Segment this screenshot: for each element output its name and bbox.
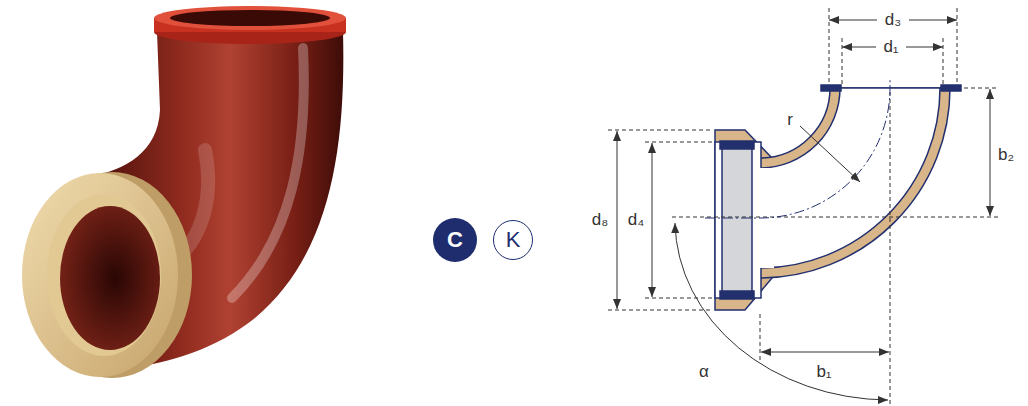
- dimension-arrow: [829, 20, 877, 21]
- dimension-arrow: [990, 89, 991, 216]
- bend-wall: [760, 88, 950, 278]
- top-seal: [821, 85, 841, 91]
- elbow-render: [22, 6, 346, 378]
- dimension-arrow: [842, 47, 876, 48]
- dimension-lines: [608, 8, 998, 404]
- elbow-bore: [60, 206, 160, 350]
- dimension-label: α: [699, 363, 709, 382]
- elbow-section: [715, 85, 961, 310]
- dimension-label: d₄: [628, 211, 644, 230]
- radius-arrow: [800, 126, 860, 182]
- angle-arrow: [675, 223, 888, 400]
- dimension-label: d₁: [883, 38, 898, 57]
- center-line: [705, 78, 890, 218]
- dimension-label: d₃: [885, 11, 901, 30]
- gasket-seal: [720, 141, 754, 149]
- elbow-highlight: [232, 48, 304, 298]
- gasket: [722, 148, 752, 292]
- flange-face: [22, 173, 178, 377]
- top-ring-face: [154, 6, 346, 30]
- gasket-seal: [720, 291, 754, 299]
- badge-letter: C: [447, 229, 463, 251]
- dimension-label: b₁: [816, 363, 831, 382]
- dimension-arrow: [617, 131, 618, 309]
- bend-bore: [760, 88, 940, 268]
- badge-letter: K: [506, 229, 521, 251]
- dimension-label: d₈: [592, 211, 609, 230]
- outline-badge: K: [493, 220, 533, 260]
- dimension-arrow: [652, 143, 653, 297]
- flange-lining: [47, 194, 161, 356]
- dimension-arrow: [761, 352, 889, 353]
- dimension-arrow: [906, 47, 943, 48]
- top-opening: [170, 10, 330, 26]
- dimension-label: r: [787, 111, 793, 130]
- dimension-arrow: [909, 20, 957, 21]
- hub-bore: [715, 142, 761, 298]
- filled-badge: C: [433, 218, 477, 262]
- top-seal: [941, 85, 961, 91]
- extension-lines: [608, 8, 998, 404]
- dimension-label: b₂: [998, 146, 1014, 165]
